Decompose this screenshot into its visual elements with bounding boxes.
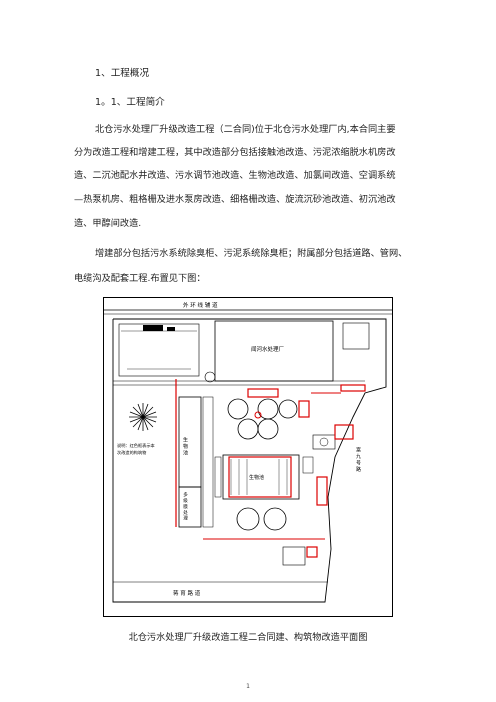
paragraph-1-line-2: 分为改造工程和增建工程，其中改造部分包括接触池改造、污泥浓缩脱水机房改 bbox=[74, 147, 396, 158]
paragraph-1-line-1: 北仓污水处理厂升级改造工程（二合同)位于北仓污水处理厂内,本合同主要 bbox=[95, 124, 396, 135]
paragraph-2-line-2: 电缆沟及配套工程.布置见下图： bbox=[74, 273, 206, 284]
figure-note-line-2: 次改造的构筑物 bbox=[117, 449, 146, 456]
figure-caption: 北仓污水处理厂升级改造工程二合同建、构筑物改造平面图 bbox=[128, 632, 368, 643]
subsection-heading: 1。1、工程简介 bbox=[95, 97, 165, 108]
paragraph-1-line-5: 造、甲醇间改造. bbox=[74, 218, 142, 229]
basin-3-label: 多 级 膜 处 理 bbox=[183, 491, 188, 521]
paragraph-1-line-4: —热泵机房、粗格栅及进水泵房改造、细格栅改造、旋流沉砂池改造、初沉池改 bbox=[74, 194, 396, 205]
basin-1-label: 生 物 池 bbox=[182, 436, 188, 455]
paragraph-1-line-3: 造、二沉池配水井改造、污水调节池改造、生物池改造、加氯间改造、空调系统 bbox=[74, 170, 396, 181]
road-top-label: 外 环 线 辅 道 bbox=[183, 301, 218, 309]
plant-label: 闻河水处理厂 bbox=[251, 345, 285, 353]
paragraph-2-line-1: 增建部分包括污水系统除臭柜、污泥系统除臭柜；附属部分包括道路、管网、 bbox=[95, 248, 408, 259]
road-right-label: 富 九 号 路 bbox=[355, 446, 361, 473]
tree-symbol bbox=[129, 403, 157, 431]
road-bottom-label: 蒋 育 路 道 bbox=[173, 589, 201, 597]
section-heading: 1、工程概况 bbox=[95, 68, 150, 79]
site-plan-figure: 外 环 线 辅 道 闻河水处理厂 说明：红色框表示本 次改造的构筑物 生 物 池 bbox=[103, 297, 393, 617]
page-number: 1 bbox=[246, 683, 250, 690]
figure-note-line-1: 说明：红色框表示本 bbox=[117, 442, 156, 449]
basin-2-label: 生物池 bbox=[249, 474, 264, 481]
